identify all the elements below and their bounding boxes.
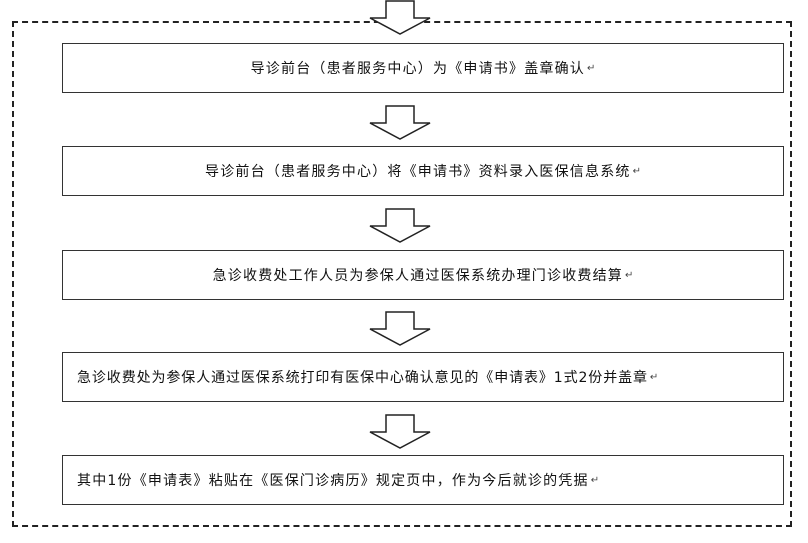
step-1-text: 导诊前台（患者服务中心）为《申请书》盖章确认 xyxy=(250,61,585,77)
down-arrow-icon xyxy=(368,105,432,141)
down-arrow-icon xyxy=(368,0,432,36)
step-5-text: 其中1份《申请表》粘贴在《医保门诊病历》规定页中，作为今后就诊的凭据 xyxy=(77,473,589,489)
step-2-text: 导诊前台（患者服务中心）将《申请书》资料录入医保信息系统 xyxy=(205,164,631,180)
paragraph-mark: ↵ xyxy=(649,371,659,383)
down-arrow-icon xyxy=(368,414,432,450)
step-4-text: 急诊收费处为参保人通过医保系统打印有医保中心确认意见的《申请表》1式2份并盖章 xyxy=(77,370,648,386)
process-step-4: 急诊收费处为参保人通过医保系统打印有医保中心确认意见的《申请表》1式2份并盖章↵ xyxy=(62,352,784,402)
paragraph-mark: ↵ xyxy=(625,269,634,281)
down-arrow-icon xyxy=(368,208,432,244)
process-step-3: 急诊收费处工作人员为参保人通过医保系统办理门诊收费结算↵ xyxy=(62,250,784,300)
process-step-1: 导诊前台（患者服务中心）为《申请书》盖章确认↵ xyxy=(62,43,784,93)
down-arrow-icon xyxy=(368,311,432,347)
process-step-2: 导诊前台（患者服务中心）将《申请书》资料录入医保信息系统↵ xyxy=(62,146,784,196)
paragraph-mark: ↵ xyxy=(590,474,600,486)
paragraph-mark: ↵ xyxy=(587,62,596,74)
process-step-5: 其中1份《申请表》粘贴在《医保门诊病历》规定页中，作为今后就诊的凭据↵ xyxy=(62,455,784,505)
paragraph-mark: ↵ xyxy=(632,165,641,177)
step-3-text: 急诊收费处工作人员为参保人通过医保系统办理门诊收费结算 xyxy=(212,268,623,284)
